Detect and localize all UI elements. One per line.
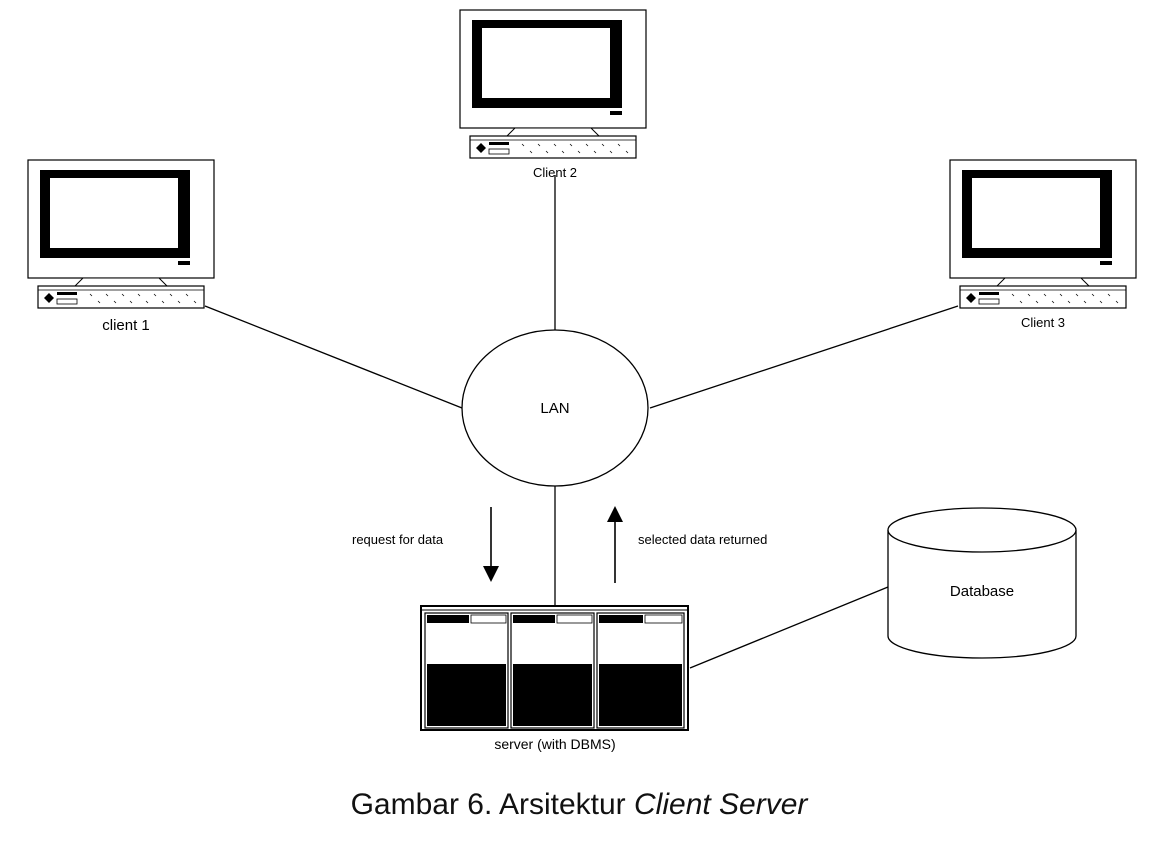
returned-label: selected data returned bbox=[638, 532, 767, 547]
client1-label: client 1 bbox=[102, 317, 150, 334]
caption-italic: Client Server bbox=[634, 788, 808, 821]
database-label: Database bbox=[950, 583, 1014, 600]
client1-computer-icon bbox=[27, 159, 215, 309]
caption-prefix: Gambar 6. Arsitektur bbox=[350, 788, 635, 821]
link-server-database bbox=[689, 586, 889, 669]
server-label: server (with DBMS) bbox=[494, 736, 615, 752]
database-icon bbox=[887, 507, 1077, 659]
client2-computer-icon bbox=[459, 9, 647, 159]
lan-node bbox=[461, 329, 649, 487]
figure-caption: Gambar 6. Arsitektur Client Server bbox=[0, 788, 1158, 822]
server-icon bbox=[420, 605, 689, 731]
client3-label: Client 3 bbox=[1021, 315, 1065, 330]
link-client3-lan bbox=[649, 305, 959, 409]
client3-computer-icon bbox=[949, 159, 1137, 309]
link-client1-lan bbox=[204, 305, 463, 409]
client2-label: Client 2 bbox=[533, 165, 577, 180]
lan-label: LAN bbox=[540, 400, 569, 417]
request-label: request for data bbox=[352, 532, 444, 547]
